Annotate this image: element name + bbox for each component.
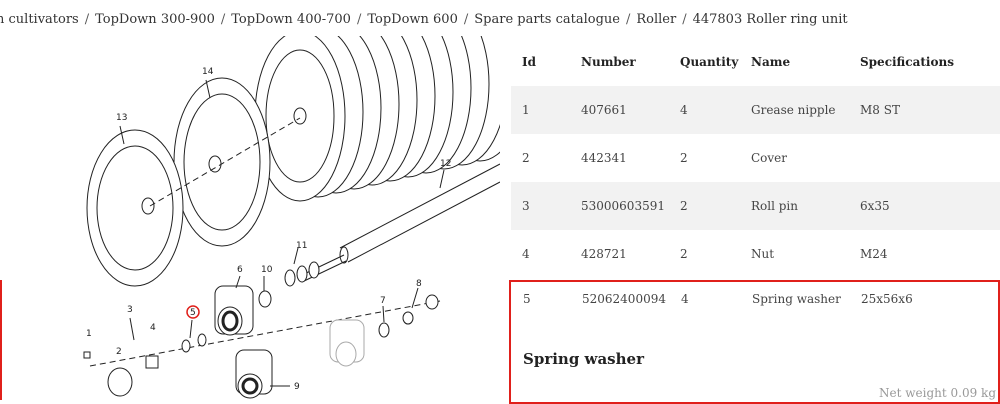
breadcrumb-item-topdown-400-700[interactable]: TopDown 400-700 (231, 12, 351, 27)
disc-13 (86, 129, 184, 287)
selected-spec: 25x56x6 (861, 292, 913, 306)
column-header-id[interactable]: Id (511, 38, 570, 86)
callout-4[interactable]: 4 (150, 323, 156, 333)
cell-number: 442341 (570, 134, 669, 182)
parts-table: Id Number Quantity Name Specifications 1… (511, 38, 1000, 278)
cell-id: 3 (511, 182, 570, 230)
cell-name: Cover (740, 134, 849, 182)
cell-name: Roll pin (740, 182, 849, 230)
selected-part-panel[interactable]: 5 52062400094 4 Spring washer 25x56x6 Sp… (509, 280, 1000, 404)
callout-14[interactable]: 14 (202, 67, 214, 77)
parts-table-container: Id Number Quantity Name Specifications 1… (511, 38, 1000, 278)
selection-indicator (0, 280, 2, 400)
cell-quantity: 2 (669, 230, 740, 278)
cell-name: Nut (740, 230, 849, 278)
table-row[interactable]: 4 428721 2 Nut M24 (511, 230, 1000, 278)
breadcrumb-separator: / (220, 12, 226, 27)
column-header-quantity[interactable]: Quantity (669, 38, 740, 86)
cell-number: 407661 (570, 86, 669, 134)
breadcrumb-item-cultivators[interactable]: n cultivators (0, 12, 79, 27)
breadcrumb-separator: / (625, 12, 631, 27)
breadcrumb-item-spare-parts[interactable]: Spare parts catalogue (474, 12, 620, 27)
cell-spec: M24 (849, 230, 1000, 278)
callout-9[interactable]: 9 (294, 382, 300, 392)
callout-5[interactable]: 5 (190, 308, 196, 318)
callout-10[interactable]: 10 (261, 265, 273, 275)
callout-2[interactable]: 2 (116, 347, 122, 357)
breadcrumb-separator: / (682, 12, 687, 27)
disc-stack (254, 36, 500, 202)
callout-7[interactable]: 7 (380, 296, 386, 306)
cell-quantity: 2 (669, 134, 740, 182)
callout-11[interactable]: 11 (296, 241, 307, 251)
bearing-housing-9 (235, 349, 273, 399)
callout-5-highlight[interactable] (186, 305, 200, 319)
table-row[interactable]: 1 407661 4 Grease nipple M8 ST (511, 86, 1000, 134)
callout-13[interactable]: 13 (116, 113, 127, 123)
table-row[interactable]: 2 442341 2 Cover (511, 134, 1000, 182)
callout-12[interactable]: 12 (440, 159, 451, 169)
breadcrumb-item-roller[interactable]: Roller (636, 12, 677, 27)
cell-quantity: 4 (669, 86, 740, 134)
axle-12 (299, 163, 500, 283)
callout-3[interactable]: 3 (127, 305, 133, 315)
net-weight: Net weight 0.09 kg (879, 386, 996, 400)
breadcrumb-item-topdown-300-900[interactable]: TopDown 300-900 (95, 12, 215, 27)
selected-id: 5 (523, 292, 531, 306)
parts-diagram: 14 13 12 11 10 6 7 8 9 5 4 3 2 1 (0, 36, 500, 403)
cell-quantity: 2 (669, 182, 740, 230)
cell-name: Grease nipple (740, 86, 849, 134)
breadcrumb-separator: / (356, 12, 362, 27)
column-header-specifications[interactable]: Specifications (849, 38, 1000, 86)
table-row[interactable]: 3 53000603591 2 Roll pin 6x35 (511, 182, 1000, 230)
cell-id: 1 (511, 86, 570, 134)
cell-spec: 6x35 (849, 182, 1000, 230)
breadcrumb-item-current: 447803 Roller ring unit (692, 12, 848, 27)
cell-id: 4 (511, 230, 570, 278)
breadcrumb: n cultivators / TopDown 300-900 / TopDown 40… (0, 10, 848, 30)
cell-number: 53000603591 (570, 182, 669, 230)
callout-8[interactable]: 8 (416, 279, 422, 289)
breadcrumb-separator: / (84, 12, 90, 27)
disc-14 (173, 77, 271, 247)
cell-spec (849, 134, 1000, 182)
exploded-view-drawing: 14 13 12 11 10 6 7 8 9 5 4 3 2 1 (83, 36, 500, 399)
callout-1[interactable]: 1 (86, 329, 92, 339)
bearing-housing-6 (214, 285, 254, 336)
column-header-name[interactable]: Name (740, 38, 849, 86)
selected-name: Spring washer (752, 292, 841, 306)
callout-6[interactable]: 6 (237, 265, 243, 275)
selected-part-row: 5 52062400094 4 Spring washer 25x56x6 (511, 292, 998, 312)
selected-number: 52062400094 (582, 292, 666, 306)
selected-part-title: Spring washer (523, 350, 644, 368)
table-header-row: Id Number Quantity Name Specifications (511, 38, 1000, 86)
cell-number: 428721 (570, 230, 669, 278)
bearing-housing-ghost (329, 319, 365, 367)
column-header-number[interactable]: Number (570, 38, 669, 86)
cell-id: 2 (511, 134, 570, 182)
cell-spec: M8 ST (849, 86, 1000, 134)
breadcrumb-separator: / (463, 12, 469, 27)
selected-quantity: 4 (681, 292, 689, 306)
breadcrumb-item-topdown-600[interactable]: TopDown 600 (367, 12, 458, 27)
